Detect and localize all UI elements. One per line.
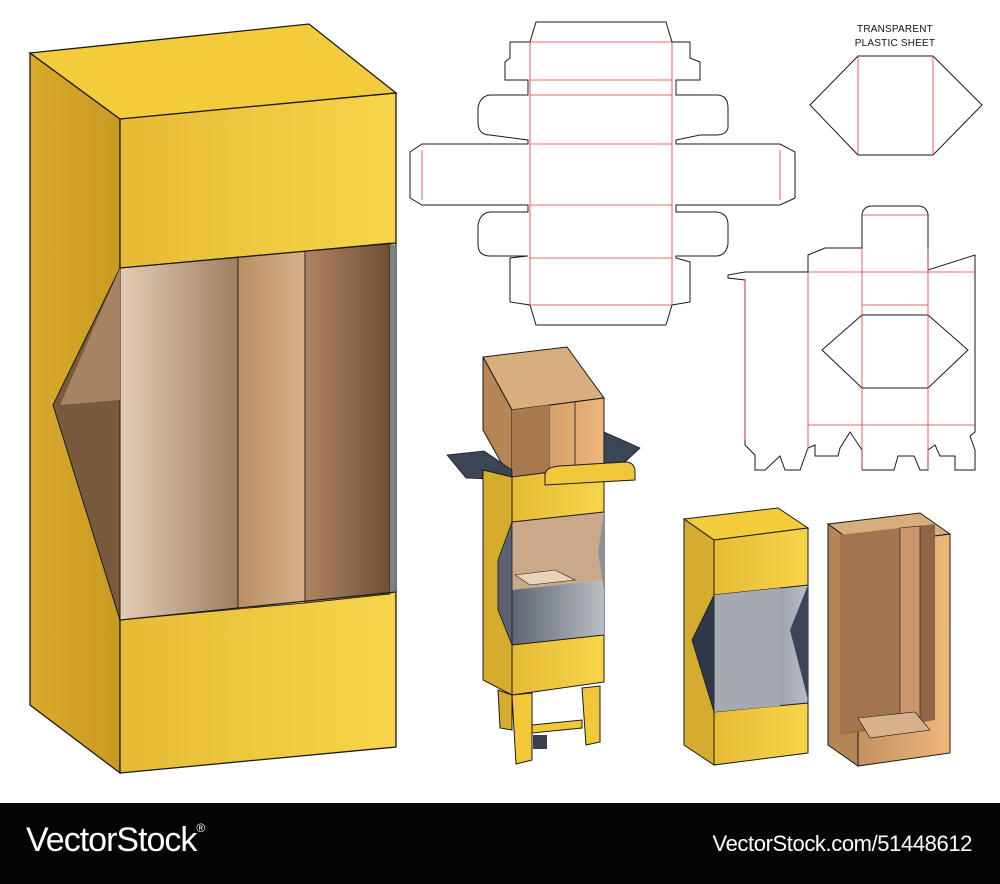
kraft-inner-box xyxy=(826,512,952,767)
fold-lines-3 xyxy=(744,214,975,470)
registered-mark: ® xyxy=(196,821,205,835)
packaging-illustration xyxy=(28,21,983,775)
brand-name: VectorStock xyxy=(26,821,197,859)
vectorstock-logo[interactable]: VectorStock® xyxy=(26,821,205,860)
fold-lines-1 xyxy=(421,41,781,306)
assembly-illustration xyxy=(446,346,641,765)
image-id-link[interactable]: VectorStock.com/51448612 xyxy=(712,831,973,856)
dieline-window-box xyxy=(727,205,976,471)
small-window-box xyxy=(682,507,810,766)
footer-bar: VectorStock® VectorStock.com/51448612 xyxy=(0,803,1000,884)
dieline-plastic-sheet xyxy=(809,55,983,156)
plastic-sheet-label-line1: TRANSPARENT xyxy=(857,24,933,35)
plastic-sheet-label-line2: PLASTIC SHEET xyxy=(854,38,936,49)
main-window-box xyxy=(28,23,398,775)
dieline-top xyxy=(409,21,796,326)
